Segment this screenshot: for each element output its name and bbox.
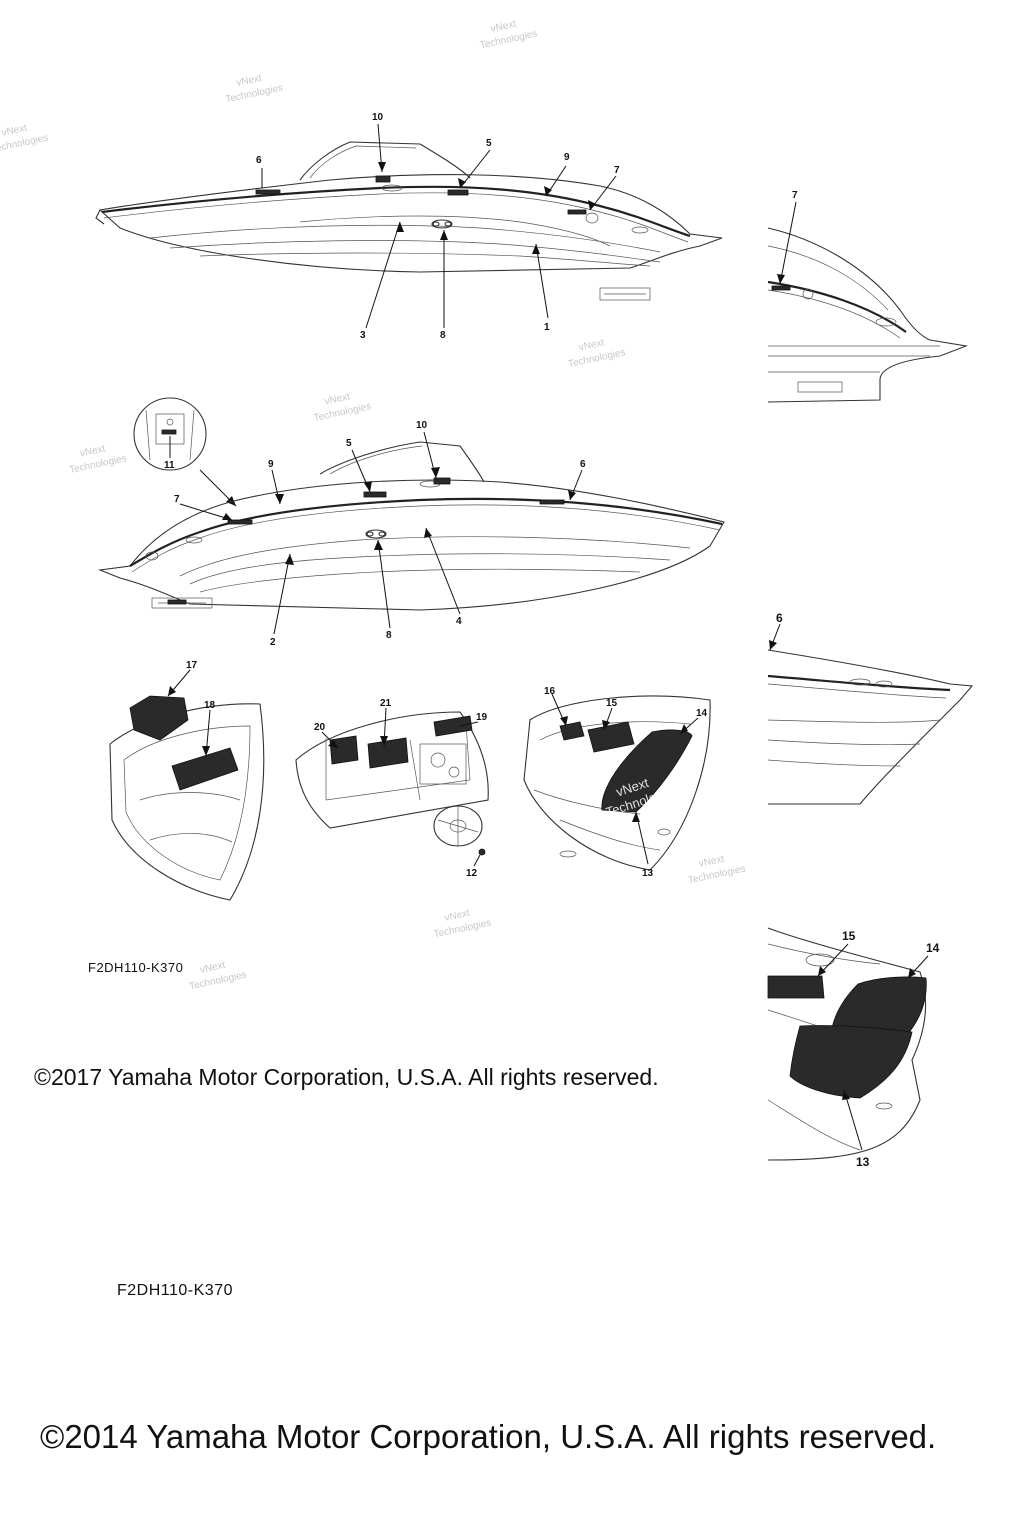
callout-14: 14 xyxy=(696,708,708,719)
callout-1: 1 xyxy=(544,322,550,333)
callout-7: 7 xyxy=(614,165,620,176)
svg-text:Technologies: Technologies xyxy=(567,347,626,370)
callout-10: 10 xyxy=(372,112,384,123)
callout-9-bottom: 9 xyxy=(268,459,274,470)
callout-18: 18 xyxy=(204,700,216,711)
callout-15: 15 xyxy=(606,698,618,709)
svg-text:Technologies: Technologies xyxy=(68,453,127,476)
deck-detail-large: 15 14 13 xyxy=(767,927,940,1169)
callout-7-detail: 7 xyxy=(792,190,798,201)
svg-text:vNext: vNext xyxy=(79,443,107,459)
callout-17: 17 xyxy=(186,660,198,671)
deck-detail: 16 15 14 13 xyxy=(523,686,711,879)
callout-5-bottom: 5 xyxy=(346,438,352,449)
callout-2: 2 xyxy=(270,637,276,648)
callout-21: 21 xyxy=(380,698,392,709)
svg-text:vNext: vNext xyxy=(1,123,29,139)
copyright-2017: ©2017 Yamaha Motor Corporation, U.S.A. A… xyxy=(34,1064,659,1090)
callout-6-detail: 6 xyxy=(776,611,783,625)
svg-text:vNext: vNext xyxy=(698,854,726,870)
callout-13: 13 xyxy=(642,868,654,879)
bow-detail-bottom: 6 xyxy=(767,611,974,805)
callout-19: 19 xyxy=(476,712,488,723)
callouts-top-boat xyxy=(261,123,617,329)
diagram-code-large: F2DH110-K370 xyxy=(117,1282,233,1299)
callout-14-detail: 14 xyxy=(926,941,940,955)
bow-detail-top: 7 xyxy=(767,190,969,403)
diagram-code-small: F2DH110-K370 xyxy=(88,960,184,975)
copyright-2014: ©2014 Yamaha Motor Corporation, U.S.A. A… xyxy=(40,1418,937,1455)
callout-4: 4 xyxy=(456,616,462,627)
callout-8-bottom: 8 xyxy=(386,630,392,641)
svg-text:Technologies: Technologies xyxy=(687,863,746,886)
svg-text:Technologies: Technologies xyxy=(433,918,492,941)
callout-6-bottom: 6 xyxy=(580,459,586,470)
console-detail: 21 20 19 12 xyxy=(295,698,489,879)
boat-side-view-bottom xyxy=(97,441,725,611)
svg-text:Technologies: Technologies xyxy=(479,29,538,52)
callout-10-bottom: 10 xyxy=(416,420,428,431)
callout-15-detail: 15 xyxy=(842,929,856,943)
callout-11: 11 xyxy=(164,460,175,471)
svg-text:vNext: vNext xyxy=(235,73,263,89)
svg-text:Technologies: Technologies xyxy=(188,970,247,993)
stern-detail-circle: 11 xyxy=(133,397,237,507)
svg-text:Technologies: Technologies xyxy=(313,401,372,424)
callout-labels-bottom-boat: 10 5 9 6 7 2 8 4 xyxy=(174,420,586,648)
callout-12: 12 xyxy=(466,868,478,879)
callout-13-detail: 13 xyxy=(856,1155,870,1169)
svg-text:vNext: vNext xyxy=(578,337,606,353)
svg-text:Technologies: Technologies xyxy=(225,83,284,106)
callout-labels-top-boat: 10 6 5 9 7 3 8 1 xyxy=(256,112,620,341)
callout-8: 8 xyxy=(440,330,446,341)
svg-text:vNext: vNext xyxy=(490,19,518,35)
callout-7-bottom: 7 xyxy=(174,494,180,505)
svg-text:vNext: vNext xyxy=(199,960,227,976)
callout-9: 9 xyxy=(564,152,570,163)
svg-text:vNext: vNext xyxy=(444,908,472,924)
locker-detail: 17 18 xyxy=(109,660,265,901)
callout-16: 16 xyxy=(544,686,556,697)
callout-6: 6 xyxy=(256,155,262,166)
callout-5: 5 xyxy=(486,138,492,149)
callouts-bottom-boat xyxy=(179,431,583,635)
boat-side-view-top xyxy=(95,141,723,301)
svg-text:vNext: vNext xyxy=(324,391,352,407)
callout-20: 20 xyxy=(314,722,326,733)
callout-3: 3 xyxy=(360,330,366,341)
